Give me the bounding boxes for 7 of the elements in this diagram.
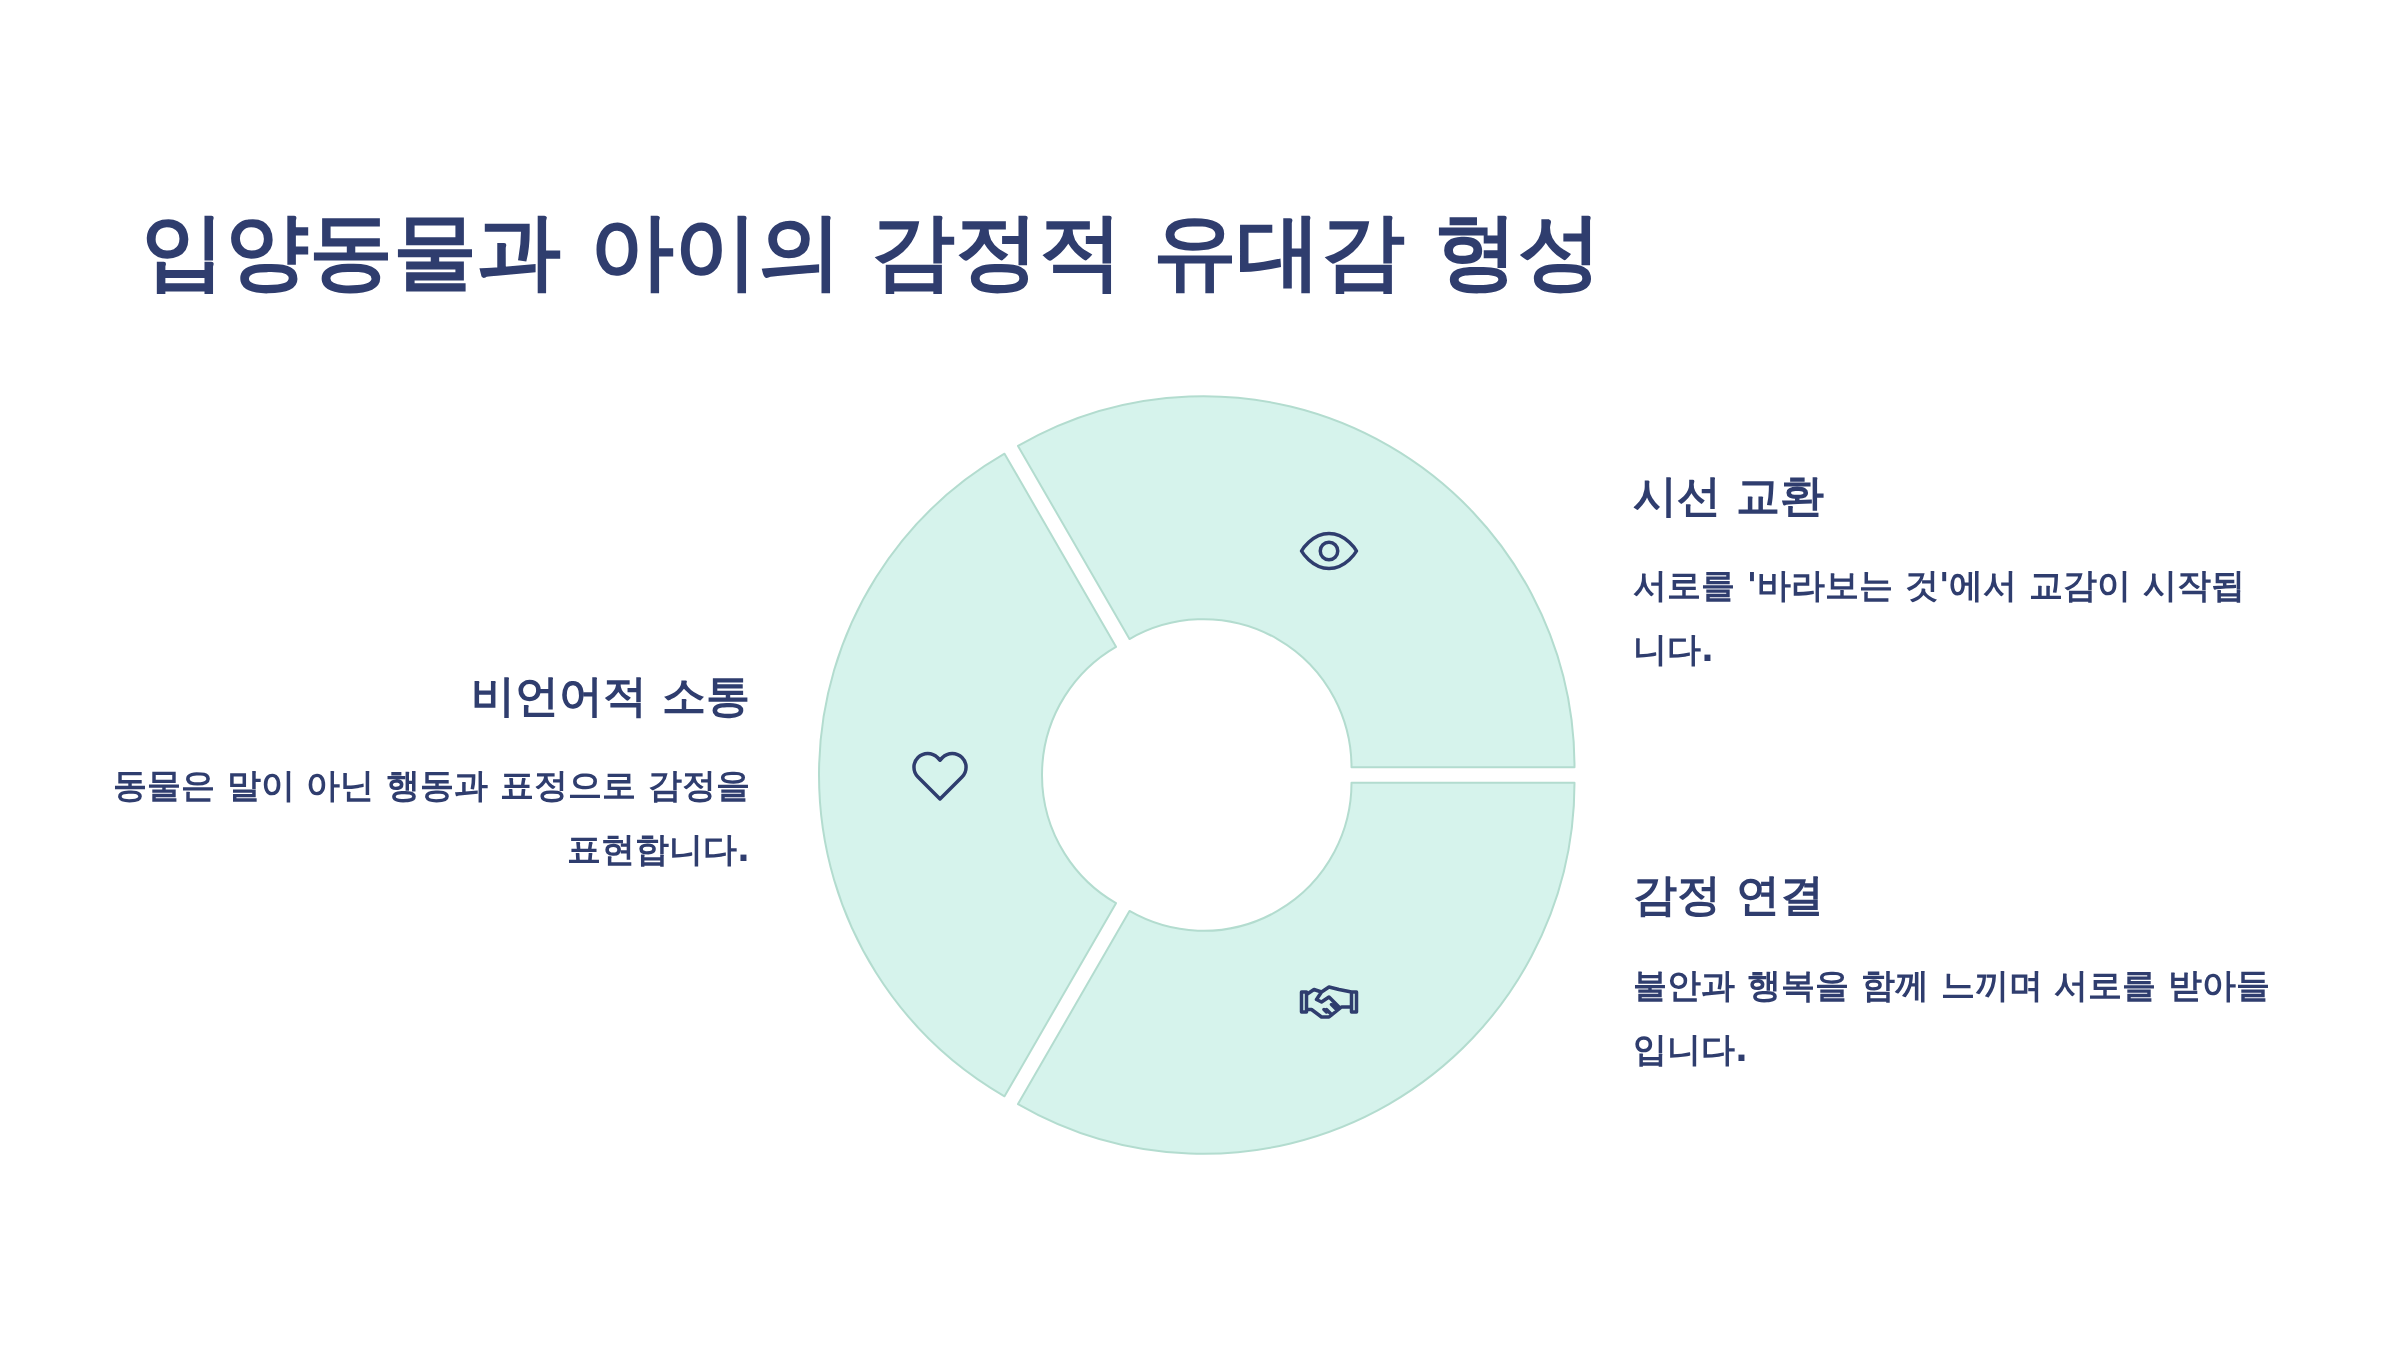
description: 서로를 '바라보는 것'에서 교감이 시작됩니다. [1633, 564, 2247, 671]
heading: 비언어적 소통 [469, 669, 750, 723]
title: 입양동물과 아이의 감정적 유대감 형성 [141, 201, 1602, 302]
heading: 시선 교환 [1633, 469, 1825, 523]
description: 불안과 행복을 함께 느끼며 서로를 받아들입니다. [1633, 964, 2272, 1071]
heading: 감정 연결 [1633, 868, 1825, 922]
description: 동물은 말이 아닌 행동과 표정으로 감정을 표현합니다. [111, 764, 750, 871]
